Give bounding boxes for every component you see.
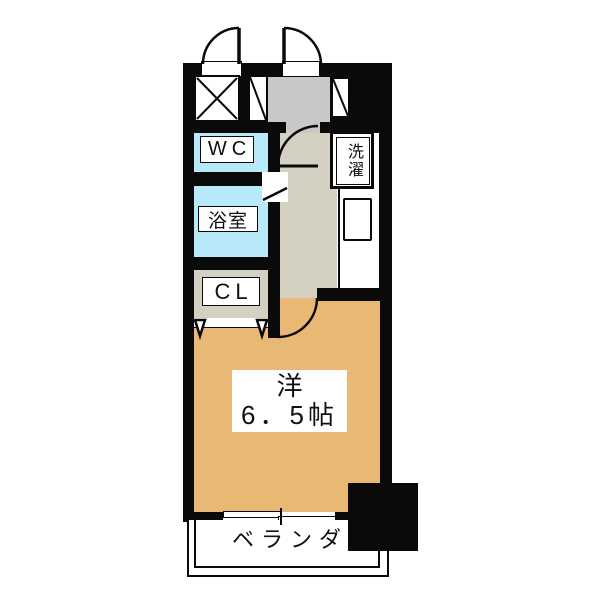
closet-label-text: CL (214, 278, 253, 304)
entrance-floor-step (286, 122, 320, 133)
bath-closet-wall (183, 257, 280, 270)
wc-label-text: WC (207, 138, 252, 160)
entrance-floor (268, 77, 330, 122)
sliding-window-sash-left (223, 511, 282, 518)
shoe-box-symbol-left (248, 75, 268, 122)
closet-front-strip (194, 318, 268, 328)
closet-label: CL (202, 277, 260, 306)
door-arc-top-left (201, 26, 241, 65)
washing-machine (343, 198, 372, 241)
veranda-label: ベランダ (224, 522, 356, 554)
hall-west-wall-upper (268, 128, 280, 172)
laundry-box: 洗濯 (330, 131, 374, 189)
x-box-symbol (194, 75, 240, 122)
bath-label: 浴室 (198, 206, 258, 232)
bath-label-text: 浴室 (207, 210, 248, 232)
hallway-floor (280, 133, 337, 298)
door-arc-top-right (282, 26, 323, 66)
bottom-wall-right-stub (335, 512, 350, 522)
main-room-label-line1: 洋 (276, 371, 303, 402)
veranda-label-text: ベランダ (231, 527, 348, 552)
pillar-block (348, 483, 418, 551)
bottom-wall-left (183, 512, 223, 522)
right-exterior-wall (379, 63, 392, 512)
laundry-label-frame: 洗濯 (336, 137, 370, 185)
main-room-label: 洋 6．5帖 (232, 370, 347, 432)
wc-bath-wall (183, 172, 268, 186)
wc-label: WC (200, 136, 254, 163)
main-room-label-line2: 6．5帖 (241, 400, 338, 430)
left-exterior-wall (183, 63, 194, 522)
bath-door-opening (262, 172, 288, 202)
entrance-door-opening-right (282, 61, 320, 77)
shoe-box-symbol-right (331, 77, 350, 118)
main-room-top-wall (317, 288, 392, 301)
hall-west-wall-lower (268, 202, 280, 338)
laundry-label: 洗濯 (345, 143, 362, 179)
